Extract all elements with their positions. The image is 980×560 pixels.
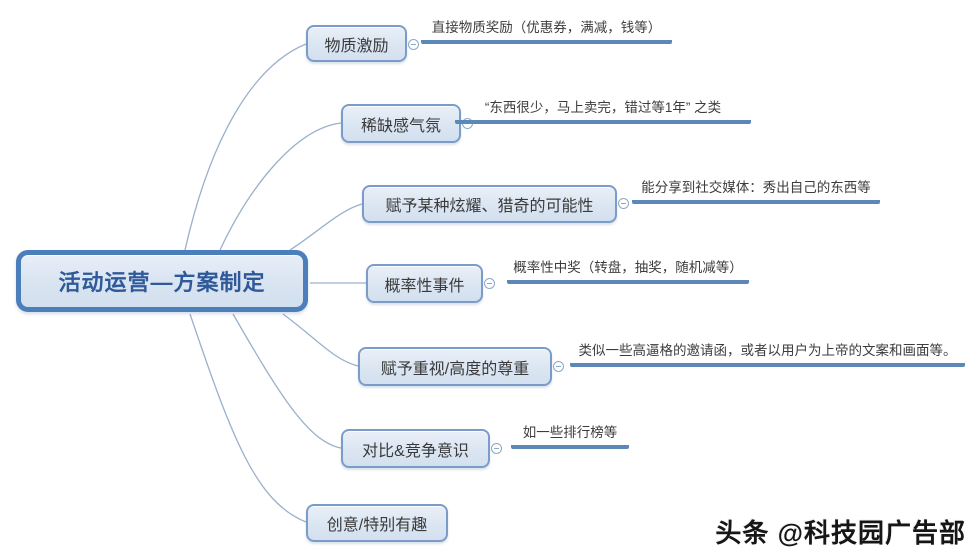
branch-node-show-off[interactable]: 赋予某种炫耀、猎奇的可能性 [362,185,617,223]
child-node-probability-detail[interactable]: 概率性中奖（转盘，抽奖，随机减等） [507,259,749,284]
branch-node-label: 赋予某种炫耀、猎奇的可能性 [385,198,594,215]
branch-node-scarcity[interactable]: 稀缺感气氛 [341,104,461,143]
collapse-toggle-icon[interactable] [491,443,502,454]
curve-to-branch-6 [232,313,342,449]
branch-node-creative[interactable]: 创意/特别有趣 [306,504,448,542]
curve-to-branch-2 [219,122,342,251]
child-node-competition-detail[interactable]: 如一些排行榜等 [511,424,629,449]
curve-to-branch-5 [282,313,359,367]
collapse-toggle-icon[interactable] [408,39,419,50]
branch-node-label: 概率性事件 [384,277,465,295]
branch-node-label: 赋予重视/高度的尊重 [380,360,530,378]
child-node-scarcity-detail[interactable]: “东西很少，马上卖完，错过等1年” 之类 [455,99,751,124]
branch-node-label: 物质激励 [324,37,389,55]
child-node-material-detail[interactable]: 直接物质奖励（优惠券，满减，钱等） [421,19,672,44]
root-node-label: 活动运营—方案制定 [58,270,266,295]
collapse-toggle-icon[interactable] [484,278,495,289]
child-node-show-off-detail[interactable]: 能分享到社交媒体：秀出自己的东西等 [632,179,880,204]
curve-to-branch-7 [189,313,307,523]
collapse-toggle-icon[interactable] [618,198,629,209]
root-node[interactable]: 活动运营—方案制定 [16,250,308,312]
watermark-text: 头条 @科技园广告部 [715,518,966,548]
child-node-respect-detail[interactable]: 类似一些高逼格的邀请函，或者以用户为上帝的文案和画面等。 [570,342,965,367]
branch-node-material-incentive[interactable]: 物质激励 [306,25,407,62]
branch-node-respect[interactable]: 赋予重视/高度的尊重 [358,347,552,386]
branch-node-label: 对比&竞争意识 [362,442,469,460]
branch-node-label: 创意/特别有趣 [326,517,428,534]
branch-node-label: 稀缺感气氛 [360,117,441,135]
branch-node-probability[interactable]: 概率性事件 [366,264,483,303]
curve-to-branch-1 [184,43,307,251]
collapse-toggle-icon[interactable] [553,361,564,372]
branch-node-competition[interactable]: 对比&竞争意识 [341,429,490,468]
curve-to-branch-3 [289,203,363,251]
